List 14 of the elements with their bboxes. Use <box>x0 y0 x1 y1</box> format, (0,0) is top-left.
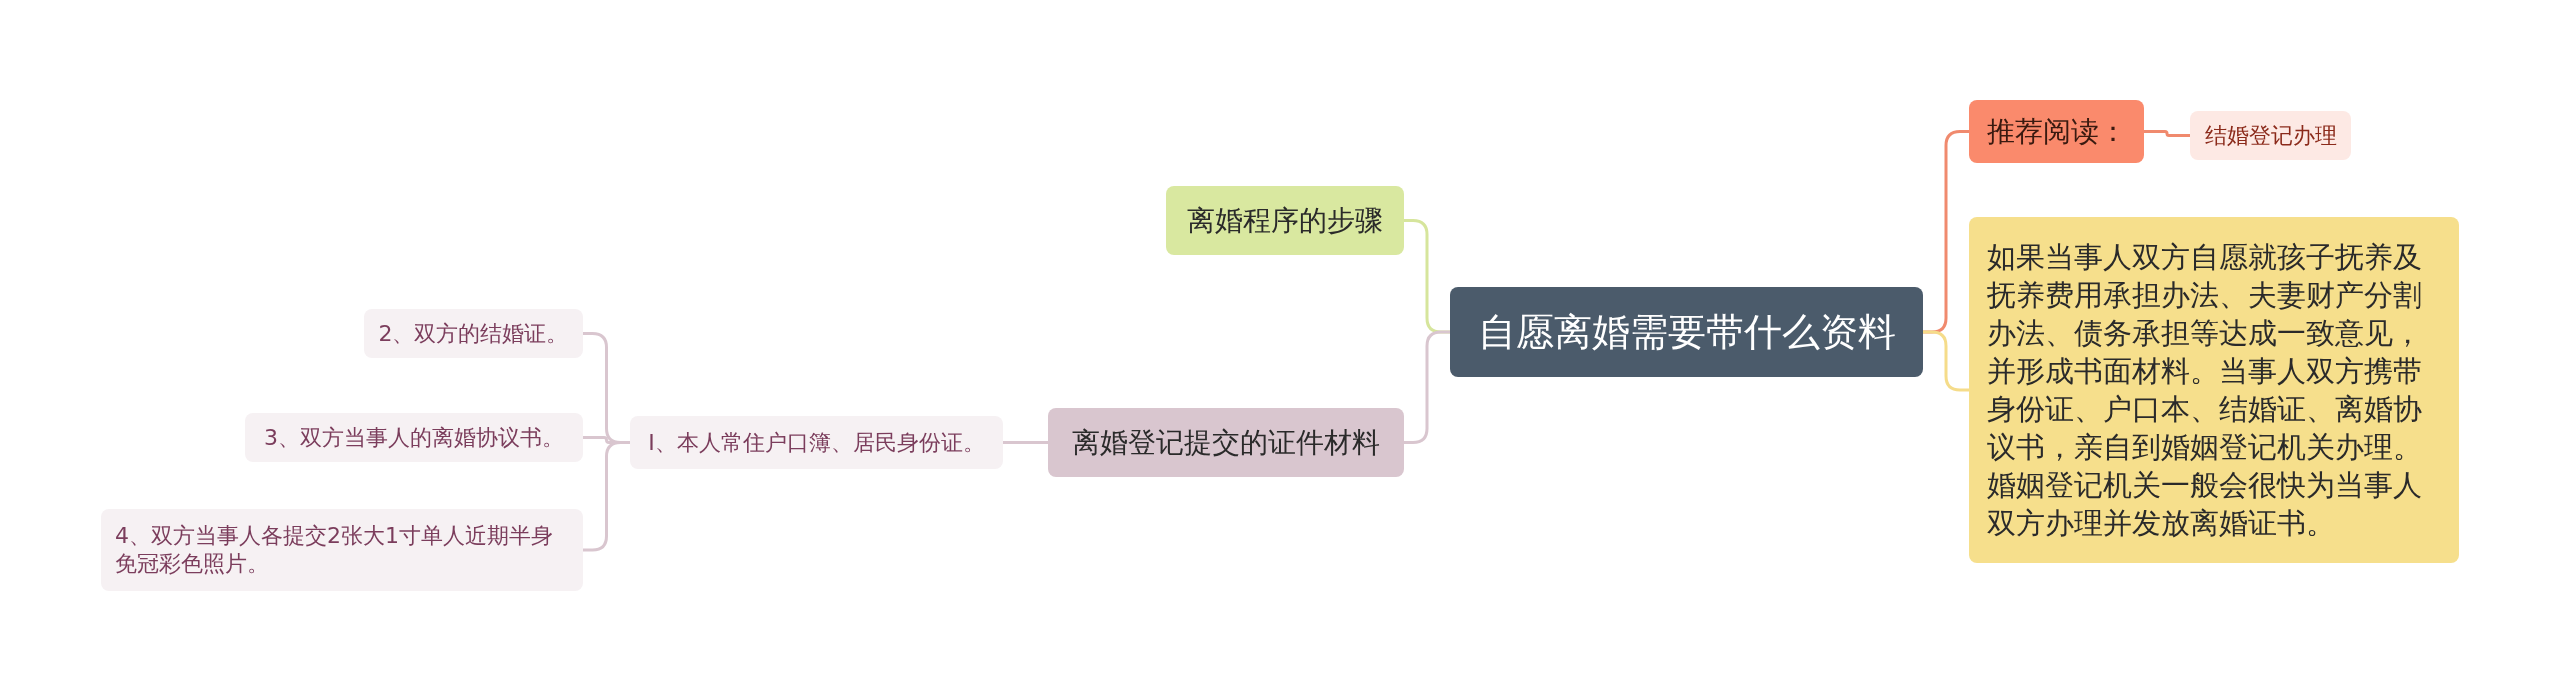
subtopic-box: 3、双方当事人的离婚协议书。 <box>245 413 583 462</box>
central-topic-box: 自愿离婚需要带什么资料 <box>1450 287 1923 377</box>
topic-box: 推荐阅读： <box>1969 100 2144 163</box>
subtopic-box: 2、双方的结婚证。 <box>364 309 583 358</box>
connector-line <box>1003 441 1048 444</box>
link-box: 结婚登记办理 <box>2190 111 2351 160</box>
connector-line <box>2144 130 2190 137</box>
paragraph-box: 如果当事人双方自愿就孩子抚养及抚养费用承担办法、夫妻财产分割办法、债务承担等达成一致意见，并形成书面材料。当事人双方携带身份证、户口本、结婚证、离婚协议书，亲自到婚姻登记机关办理。婚姻登记机关一般会很快为当事人双方办理并发放离婚证书。 <box>1969 217 2459 563</box>
connector-line <box>1404 330 1450 444</box>
topic-box: 离婚程序的步骤 <box>1166 186 1404 255</box>
subtopic-box: 4、双方当事人各提交2张大1寸单人近期半身免冠彩色照片。 <box>101 509 583 591</box>
topic-box: 离婚登记提交的证件材料 <box>1048 408 1404 477</box>
connector-line <box>583 441 630 552</box>
subtopic-box: I、本人常住户口簿、居民身份证。 <box>630 416 1003 469</box>
